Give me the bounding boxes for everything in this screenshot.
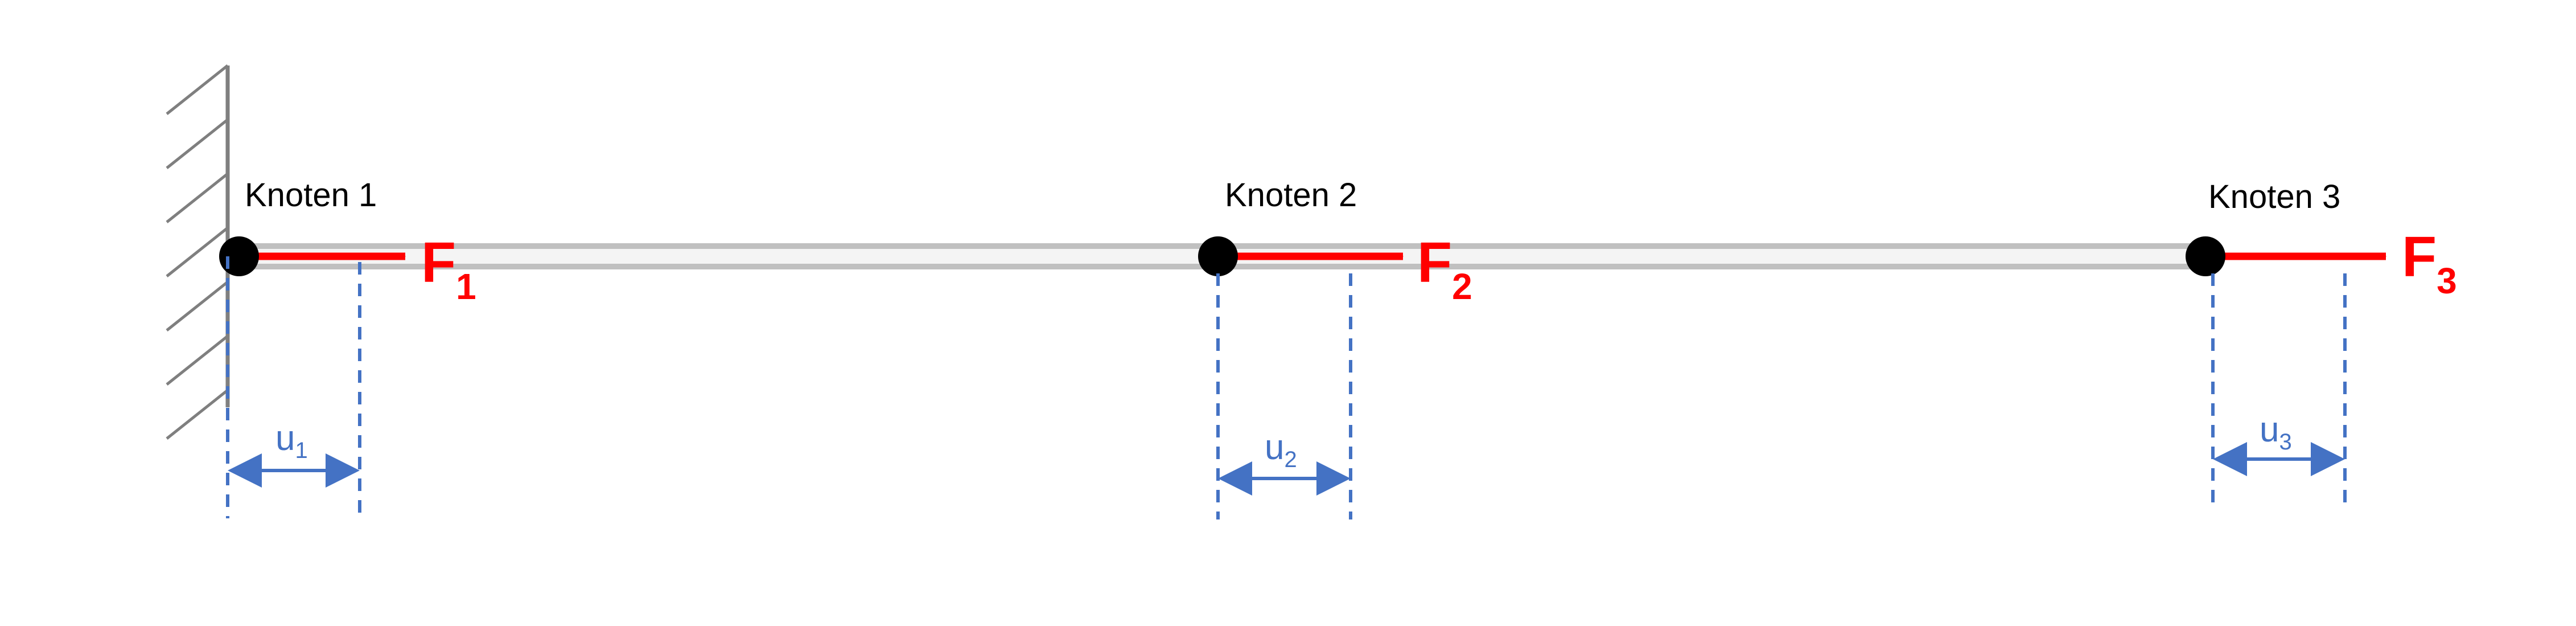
displacement-arrowhead-left-1 xyxy=(228,453,262,488)
bar-element-1 xyxy=(239,243,1218,269)
node-label-2: Knoten 2 xyxy=(1225,177,1357,214)
node-point-2 xyxy=(1198,236,1238,276)
node-1: Knoten 1 F1 u1 xyxy=(219,177,476,518)
node-label-3: Knoten 3 xyxy=(2208,178,2340,215)
displacement-label-1: u1 xyxy=(275,419,308,463)
displacement-arrowhead-left-2 xyxy=(1218,461,1252,496)
displacement-label-3: u3 xyxy=(2260,410,2292,455)
displacement-arrowhead-right-1 xyxy=(326,453,360,488)
displacement-arrowhead-right-3 xyxy=(2311,442,2345,476)
displacement-label-2: u2 xyxy=(1265,428,1297,472)
force-label-1: F1 xyxy=(421,231,476,307)
displacement-indicator-1 xyxy=(226,256,361,518)
fixed-support xyxy=(166,64,230,440)
support-hatching xyxy=(166,64,229,440)
node-3: Knoten 3 F3 u3 xyxy=(2186,178,2457,507)
displacement-indicator-3 xyxy=(2211,273,2347,507)
force-label-2: F2 xyxy=(1417,231,1472,307)
node-2: Knoten 2 F2 u2 xyxy=(1198,177,1472,519)
node-point-1 xyxy=(219,236,259,276)
displacement-arrowhead-left-3 xyxy=(2213,442,2247,476)
node-point-3 xyxy=(2186,236,2225,276)
displacement-arrowhead-right-2 xyxy=(1316,461,1351,496)
node-label-1: Knoten 1 xyxy=(245,177,377,214)
force-label-3: F3 xyxy=(2402,225,2457,301)
